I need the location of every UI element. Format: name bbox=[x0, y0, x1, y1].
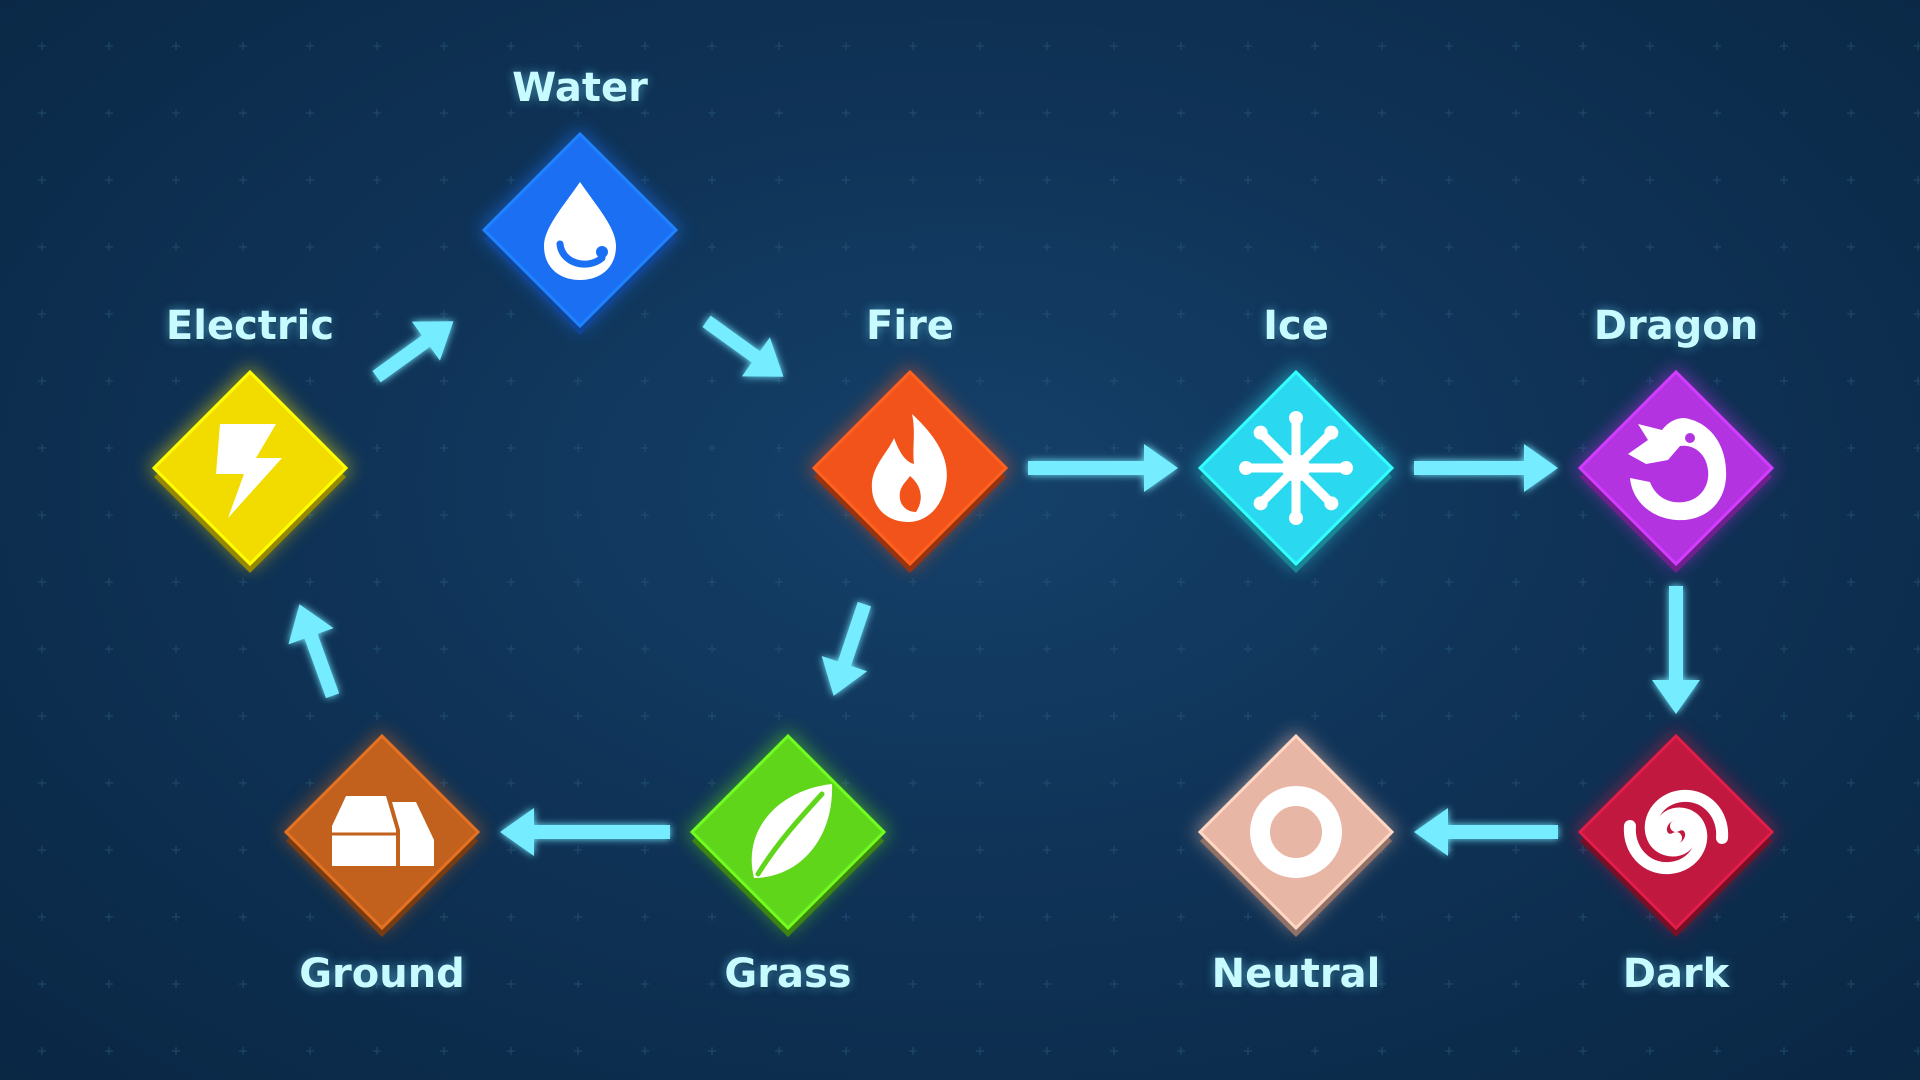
arrow-fire-to-ice bbox=[1028, 444, 1178, 492]
ring-icon bbox=[1250, 786, 1342, 878]
dragon-node bbox=[1574, 366, 1778, 573]
dark-label: Dark bbox=[1622, 951, 1730, 997]
water-label: Water bbox=[512, 65, 648, 111]
spiral-icon bbox=[1623, 789, 1729, 875]
grass-label: Grass bbox=[724, 951, 852, 997]
ice-node bbox=[1194, 366, 1398, 573]
arrow-dragon-to-dark bbox=[1652, 586, 1700, 714]
arrow-water-to-fire bbox=[702, 315, 784, 377]
fire-label: Fire bbox=[866, 303, 954, 349]
electric-label: Electric bbox=[165, 303, 335, 349]
fire-node bbox=[808, 366, 1012, 573]
ground-label: Ground bbox=[299, 951, 465, 997]
arrow-grass-to-ground bbox=[500, 808, 670, 856]
arrow-ice-to-dragon bbox=[1414, 444, 1558, 492]
water-drop-icon bbox=[544, 182, 616, 280]
arrow-ground-to-electric bbox=[288, 604, 340, 699]
ice-label: Ice bbox=[1263, 303, 1329, 349]
snowflake-icon bbox=[1239, 411, 1353, 525]
neutral-node bbox=[1194, 730, 1398, 937]
water-node bbox=[478, 128, 682, 335]
arrow-electric-to-water bbox=[372, 321, 454, 383]
dragon-head-icon bbox=[1628, 418, 1727, 521]
grass-node bbox=[686, 730, 890, 937]
arrow-fire-to-grass bbox=[821, 601, 872, 696]
neutral-label: Neutral bbox=[1211, 951, 1381, 997]
leaf-icon bbox=[751, 784, 833, 878]
arrow-dark-to-neutral bbox=[1414, 808, 1558, 856]
flame-icon bbox=[871, 414, 947, 522]
electric-node bbox=[148, 366, 352, 573]
lightning-icon bbox=[216, 424, 282, 518]
dragon-label: Dragon bbox=[1593, 303, 1759, 349]
ground-node bbox=[280, 730, 484, 937]
dark-node bbox=[1574, 730, 1778, 937]
rock-icon bbox=[332, 796, 434, 866]
